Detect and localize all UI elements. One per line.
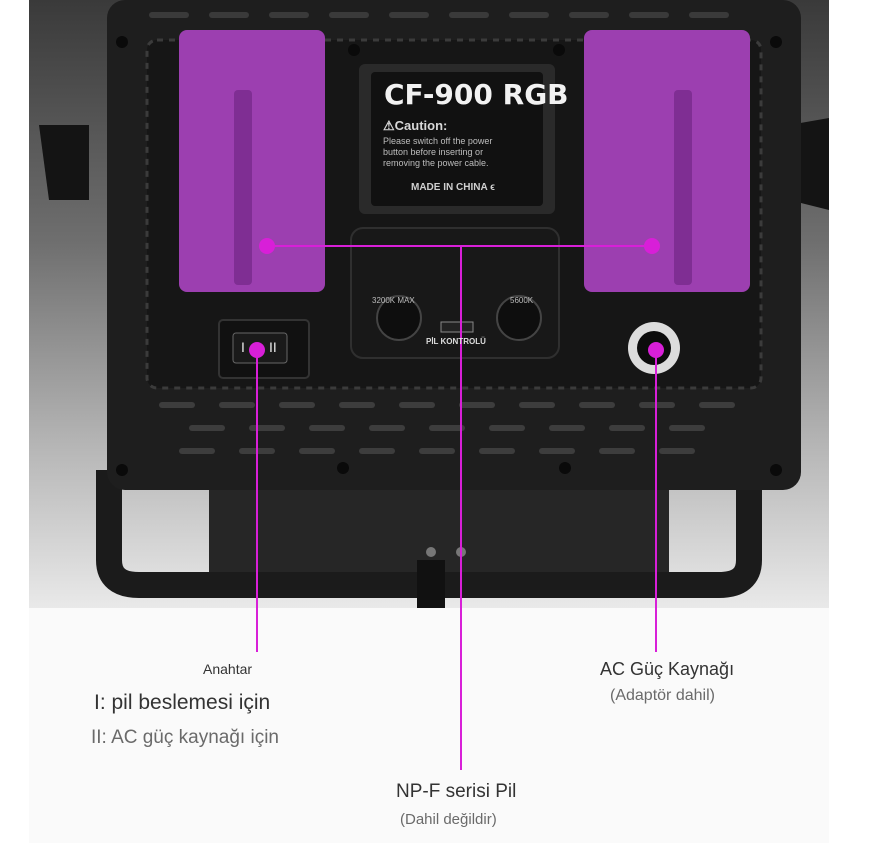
battery-indicator: [440, 321, 474, 333]
caution-line-3: removing the power cable.: [383, 158, 489, 168]
switch-callout-line2: II: AC güç kaynağı için: [91, 727, 279, 748]
battery-callout-title: NP-F serisi Pil: [396, 781, 517, 802]
caution-line-2: button before inserting or: [383, 147, 484, 157]
left-handle: [39, 125, 89, 200]
ac-callout-line: [655, 608, 657, 652]
knob-left-label: 3200K MAX: [372, 296, 415, 305]
callout-dots: [249, 238, 664, 358]
battery-callout-note: (Dahil değildir): [400, 811, 497, 828]
switch-label-i: I: [241, 339, 245, 355]
switch-label-ii: II: [269, 339, 277, 355]
light-panel-illustration: [39, 0, 829, 608]
bottom-vents: [159, 402, 735, 454]
knob-right: [496, 295, 542, 341]
switch-callout-line: [256, 608, 258, 652]
stand-pole: [417, 560, 445, 608]
knob-left: [376, 295, 422, 341]
caution-title: ⚠Caution:: [383, 118, 448, 133]
caution-line-1: Please switch off the power: [383, 136, 493, 146]
knob-right-label: 5600K: [510, 296, 534, 305]
model-label: CF-900 RGB: [384, 78, 569, 111]
product-photo: CF-900 RGB ⚠Caution: Please switch off t…: [29, 0, 829, 608]
ac-callout-note: (Adaptör dahil): [610, 687, 715, 704]
battery-control-label: PİL KONTROLÜ: [426, 337, 486, 346]
screws: [116, 36, 782, 476]
switch-callout-line1: I: pil beslemesi için: [94, 691, 271, 714]
top-vents: [149, 12, 729, 18]
callout-lines: [256, 245, 657, 608]
battery-callout-line: [460, 608, 462, 770]
made-in-label: MADE IN CHINA ϵ: [411, 182, 495, 193]
ac-callout-title: AC Güç Kaynağı: [600, 659, 735, 679]
battery-right: [584, 30, 750, 292]
switch-callout-title: Anahtar: [203, 661, 253, 677]
